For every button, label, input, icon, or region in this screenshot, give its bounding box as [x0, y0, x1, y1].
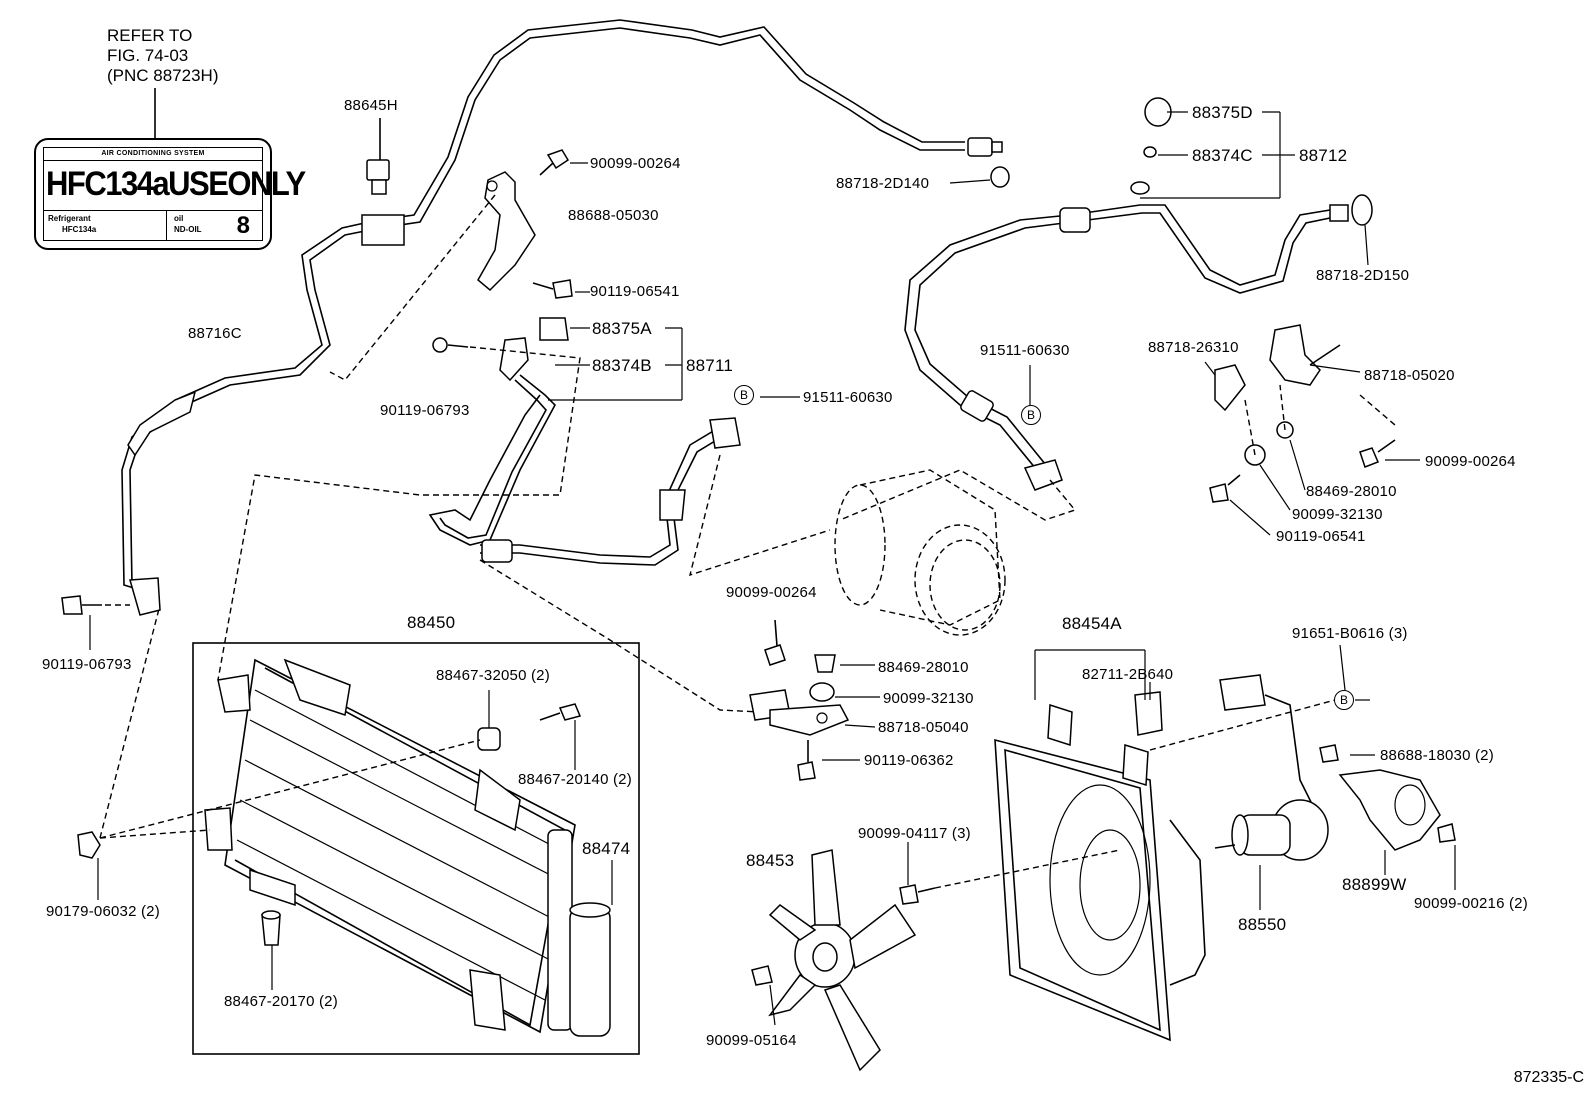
- condenser-88450: [204, 658, 576, 1034]
- callout-b-motor: B: [1334, 690, 1354, 710]
- label-88469-28010-right: 88469-28010: [1306, 483, 1397, 500]
- label-88899W: 88899W: [1342, 875, 1407, 894]
- decal-vertical-divider: [166, 210, 167, 240]
- decal-refrigerant-label: Refrigerant: [48, 214, 91, 223]
- refer-line-1: REFER TO: [107, 26, 193, 45]
- label-88688-18030: 88688-18030 (2): [1380, 747, 1494, 764]
- leader-dashed-9: [934, 699, 1336, 889]
- discharge-hose-88716C: [121, 19, 1003, 592]
- label-90099-00264-right: 90099-00264: [1425, 453, 1516, 470]
- label-88718-2D150: 88718-2D150: [1316, 267, 1410, 284]
- label-90119-06362: 90119-06362: [864, 752, 954, 769]
- label-90119-06541-top: 90119-06541: [590, 283, 680, 300]
- label-90099-04117: 90099-04117 (3): [858, 825, 971, 842]
- label-88718-05020: 88718-05020: [1364, 367, 1455, 384]
- bolt-88467-20170: [261, 910, 281, 990]
- refrigerant-decal: AIR CONDITIONING SYSTEM HFC134aUSEONLY R…: [34, 138, 306, 250]
- decal-refrigerant-value: HFC134a: [62, 225, 97, 234]
- leader-dashed-7: [99, 604, 481, 839]
- decal-mid-divider: [44, 210, 262, 211]
- label-82711-2B640: 82711-2B640: [1082, 666, 1174, 683]
- decal-main-text: HFC134aUSEONLY: [46, 163, 306, 204]
- label-88469-28010-mid: 88469-28010: [878, 659, 969, 676]
- motor-88550: [1214, 674, 1329, 910]
- hose-88712: [904, 97, 1373, 491]
- fan-88453: [751, 849, 917, 1072]
- decal-oil-number: 8: [236, 212, 250, 239]
- label-88374B: 88374B: [592, 356, 652, 375]
- condenser-box: [192, 642, 640, 1055]
- label-88712: 88712: [1299, 146, 1348, 165]
- label-90179-06032: 90179-06032 (2): [46, 903, 160, 920]
- label-88688-05030: 88688-05030: [568, 207, 659, 224]
- bracket-88718-05040: [749, 619, 850, 781]
- label-90119-06793-mid: 90119-06793: [380, 402, 470, 419]
- label-88550: 88550: [1238, 915, 1287, 934]
- label-88375A: 88375A: [592, 319, 652, 338]
- leader-dashed-3: [479, 559, 761, 713]
- label-90119-06793-left: 90119-06793: [42, 656, 132, 673]
- decal-header: AIR CONDITIONING SYSTEM: [101, 150, 205, 157]
- label-90119-06541-right: 90119-06541: [1276, 528, 1366, 545]
- nut-90179-06032: [77, 831, 101, 900]
- label-91651-B0616: 91651-B0616 (3): [1292, 625, 1408, 642]
- cushion-88467-32050: [477, 690, 501, 751]
- refer-line-3: (PNC 88723H): [107, 66, 219, 85]
- label-88718-2D140: 88718-2D140: [836, 175, 930, 192]
- diagram-code: 872335-C: [1513, 1069, 1584, 1086]
- receiver-88474: [569, 860, 613, 1037]
- decal-oil-label: oil: [174, 214, 184, 223]
- bolt-90119-06793-left: [61, 577, 161, 650]
- leader-dashed-2: [217, 346, 581, 681]
- shroud-88454A: [994, 649, 1206, 1042]
- label-88375D: 88375D: [1192, 103, 1253, 122]
- bracket-88899W: [1319, 744, 1456, 890]
- label-88374C: 88374C: [1192, 146, 1253, 165]
- bolt-88467-20140: [539, 703, 582, 770]
- label-88474: 88474: [582, 839, 631, 858]
- label-88450: 88450: [407, 613, 456, 632]
- label-88645H: 88645H: [344, 97, 398, 114]
- label-91511-60630-right: 91511-60630: [980, 342, 1070, 359]
- leader-lines: [548, 111, 1420, 885]
- label-88453: 88453: [746, 851, 795, 870]
- label-90099-00264-mid: 90099-00264: [726, 584, 817, 601]
- leader-dashed-5: [839, 469, 1077, 521]
- compressor-dashed: [834, 469, 1006, 636]
- label-88454A: 88454A: [1062, 614, 1122, 633]
- decal-header-divider: [44, 160, 262, 161]
- label-88467-32050: 88467-32050 (2): [436, 667, 550, 684]
- label-90099-32130-right: 90099-32130: [1292, 506, 1383, 523]
- bracket-88718-05020: [1209, 324, 1396, 503]
- decal-inner: AIR CONDITIONING SYSTEM HFC134aUSEONLY R…: [43, 147, 306, 241]
- decal-oil-value: ND-OIL: [174, 225, 202, 234]
- label-88467-20170: 88467-20170 (2): [224, 993, 338, 1010]
- label-88718-26310: 88718-26310: [1148, 339, 1239, 356]
- label-88716C: 88716C: [188, 325, 242, 342]
- leader-dashed-6: [1244, 384, 1396, 456]
- label-88467-20140: 88467-20140 (2): [518, 771, 632, 788]
- label-88711: 88711: [686, 356, 734, 375]
- leader-dashed-4: [689, 454, 831, 577]
- label-90099-00216: 90099-00216 (2): [1414, 895, 1528, 912]
- bracket-88688-05030: [477, 149, 590, 299]
- label-90099-32130-mid: 90099-32130: [883, 690, 974, 707]
- label-90099-05164: 90099-05164: [706, 1032, 797, 1049]
- callout-b-mid: B: [734, 385, 754, 405]
- suction-pipe-88711: [428, 317, 741, 566]
- bolt-90099-04117: [899, 884, 936, 905]
- label-90099-00264-top: 90099-00264: [590, 155, 681, 172]
- label-91511-60630-mid: 91511-60630: [803, 389, 893, 406]
- label-88718-05040: 88718-05040: [878, 719, 969, 736]
- callout-b-right: B: [1021, 405, 1041, 425]
- pressure-switch-88645H: [361, 118, 405, 246]
- refer-line-2: FIG. 74-03: [107, 46, 189, 65]
